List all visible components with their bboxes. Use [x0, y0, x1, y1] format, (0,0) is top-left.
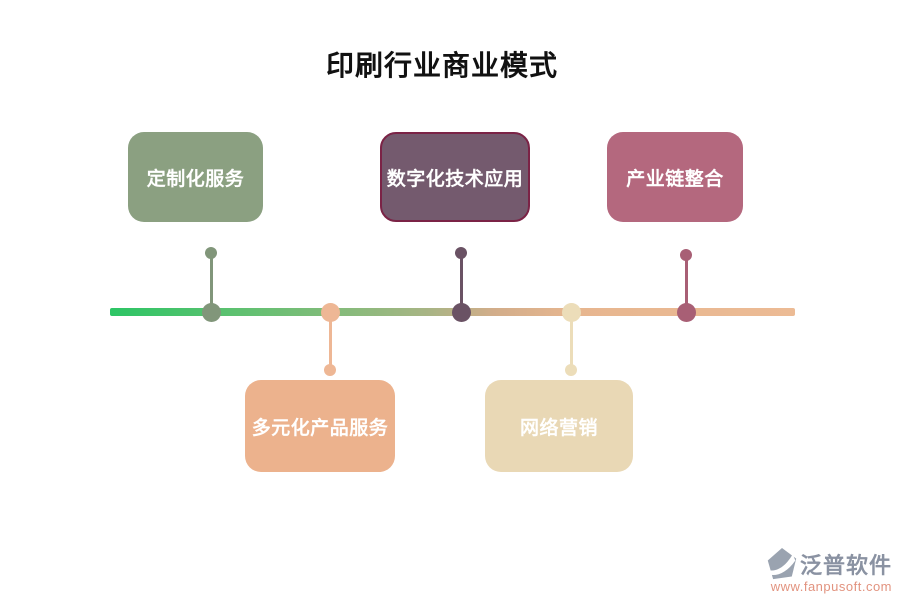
- timeline-dot: [676, 302, 696, 322]
- connector-dot-small: [565, 364, 577, 376]
- timeline-dot: [320, 302, 340, 322]
- connector-stem: [684, 255, 688, 313]
- connector-stem: [459, 255, 463, 313]
- connector-dot-small: [680, 249, 692, 261]
- timeline-dot: [561, 302, 581, 322]
- node-box-customized-services: 定制化服务: [128, 132, 263, 222]
- timeline-dot: [451, 302, 471, 322]
- connector-dot-small: [455, 247, 467, 259]
- node-label: 产业链整合: [626, 168, 724, 190]
- timeline-dot: [201, 302, 221, 322]
- connector-dot-small: [205, 247, 217, 259]
- node-label: 定制化服务: [146, 168, 245, 190]
- node-box-diversified-products: 多元化产品服务: [245, 380, 395, 472]
- fanpu-logo-icon: [766, 547, 798, 581]
- node-box-network-marketing: 网络营销: [485, 380, 633, 472]
- node-box-digital-technology: 数字化技术应用: [380, 132, 530, 222]
- node-label: 网络营销: [519, 417, 598, 439]
- connector-stem: [209, 255, 213, 313]
- node-label: 数字化技术应用: [386, 168, 524, 190]
- watermark-url: www.fanpusoft.com: [770, 579, 892, 594]
- diagram-title: 印刷行业商业模式: [325, 50, 558, 81]
- watermark: 泛普软件 www.fanpusoft.com: [732, 547, 892, 594]
- node-label: 多元化产品服务: [251, 417, 389, 439]
- node-box-industry-chain-integration: 产业链整合: [607, 132, 743, 222]
- connector-dot-small: [324, 364, 336, 376]
- connector-stem: [328, 312, 332, 368]
- watermark-brand: 泛普软件: [799, 553, 892, 578]
- connector-stem: [569, 312, 573, 368]
